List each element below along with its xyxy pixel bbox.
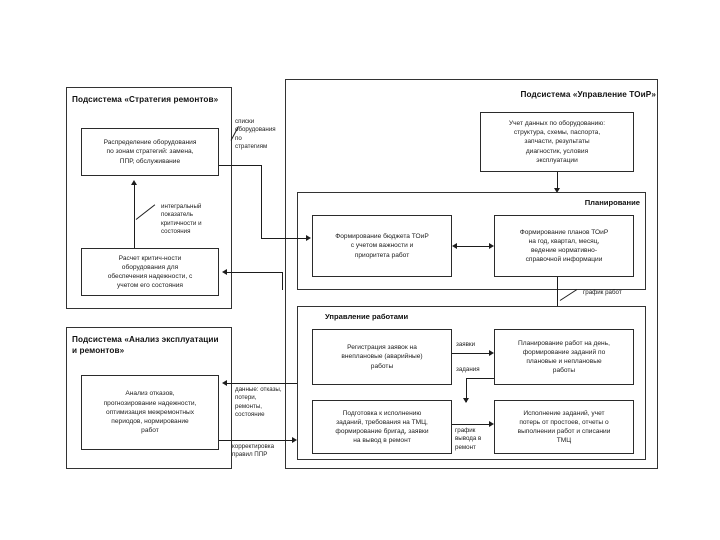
line-failure-data xyxy=(227,383,297,384)
arrow-preparation-to-execution xyxy=(489,420,494,427)
box-execution[interactable]: Исполнение заданий, учет потерь от прост… xyxy=(494,400,634,454)
box-plans-text: Формирование планов ТОиР на год, квартал… xyxy=(519,228,609,264)
arrow-criticality-to-distribution xyxy=(130,180,137,185)
arrow-ppr-correction-to-eam xyxy=(292,436,297,443)
line-preparation-to-execution xyxy=(452,424,489,425)
panel-strategy-title: Подсистема «Стратегия ремонтов» xyxy=(72,95,219,104)
edge-label-integral-index: интегральный показатель критичности и со… xyxy=(161,203,202,236)
arrow-equipment-data-to-planning xyxy=(553,188,560,193)
box-requests[interactable]: Регистрация заявок на внеплановые (авари… xyxy=(312,329,452,385)
box-distribution-text: Распределение оборудования по зонам стра… xyxy=(103,139,197,165)
edge-label-work-schedule: график работ xyxy=(583,289,622,296)
line-equipment-lists-v xyxy=(261,165,262,238)
box-criticality[interactable]: Расчет критич-ности оборудования для обе… xyxy=(81,248,219,296)
line-criticality-to-distribution xyxy=(134,185,135,248)
box-preparation[interactable]: Подготовка к исполнению заданий, требова… xyxy=(312,400,452,454)
line-planning-to-criticality-v xyxy=(282,272,283,290)
arrow-day-planning-to-preparation xyxy=(462,398,469,403)
arrow-requests-to-day-planning xyxy=(489,349,494,356)
box-budget-text: Формирование бюджета ТОиР с учетом важно… xyxy=(335,233,429,259)
line-planning-to-criticality-h xyxy=(227,272,282,273)
line-equipment-data-to-planning xyxy=(557,172,558,190)
edge-label-applications: заявки xyxy=(456,341,476,348)
edge-label-failure-data: данные: отказы, потери, ремонты, состоян… xyxy=(235,386,282,419)
line-ppr-correction xyxy=(219,440,293,441)
line-equipment-lists-h1 xyxy=(219,165,261,166)
box-day-planning[interactable]: Планирование работ на день, формирование… xyxy=(494,329,634,385)
line-budget-plans xyxy=(457,246,489,247)
arrow-failure-data-to-analysis xyxy=(222,379,227,386)
box-distribution[interactable]: Распределение оборудования по зонам стра… xyxy=(81,128,219,176)
line-equipment-lists-h2 xyxy=(261,238,307,239)
line-requests-to-day-planning xyxy=(452,353,489,354)
arrow-planning-to-criticality xyxy=(222,268,227,275)
box-requests-text: Регистрация заявок на внеплановые (авари… xyxy=(341,344,423,370)
box-plans[interactable]: Формирование планов ТОиР на год, квартал… xyxy=(494,215,634,277)
box-day-planning-text: Планирование работ на день, формирование… xyxy=(518,339,610,375)
arrow-budget-to-plans xyxy=(489,242,494,249)
box-equipment-data-text: Учет данных по оборудованию: структура, … xyxy=(508,119,606,164)
arrow-equipment-lists-to-budget xyxy=(306,234,311,241)
box-failure-analysis-text: Анализ отказов, прогнозирование надежнос… xyxy=(103,390,197,435)
box-equipment-data[interactable]: Учет данных по оборудованию: структура, … xyxy=(480,112,634,172)
box-execution-text: Исполнение заданий, учет потерь от прост… xyxy=(517,409,611,445)
line-day-planning-tasks-v xyxy=(466,378,467,402)
edge-label-repair-schedule: график вывода в ремонт xyxy=(455,427,482,451)
panel-analysis-title: Подсистема «Анализ эксплуатации и ремонт… xyxy=(72,335,219,355)
edge-label-ppr-correction: корректировка правил ППР xyxy=(232,443,275,459)
line-day-planning-tasks-h xyxy=(466,378,494,379)
panel-eam-title: Подсистема «Управление ТОиР» xyxy=(520,90,656,99)
box-preparation-text: Подготовка к исполнению заданий, требова… xyxy=(335,409,429,445)
edge-label-equipment-lists: списки оборудования по стратегиям xyxy=(235,118,276,151)
arrow-plans-to-budget xyxy=(452,242,457,249)
box-criticality-text: Расчет критич-ности оборудования для обе… xyxy=(107,254,193,290)
box-failure-analysis[interactable]: Анализ отказов, прогнозирование надежнос… xyxy=(81,375,219,450)
group-planning-title: Планирование xyxy=(584,198,640,207)
group-work-management-title: Управление работами xyxy=(325,312,409,321)
edge-label-tasks: задания xyxy=(456,366,480,373)
box-budget[interactable]: Формирование бюджета ТОиР с учетом важно… xyxy=(312,215,452,277)
